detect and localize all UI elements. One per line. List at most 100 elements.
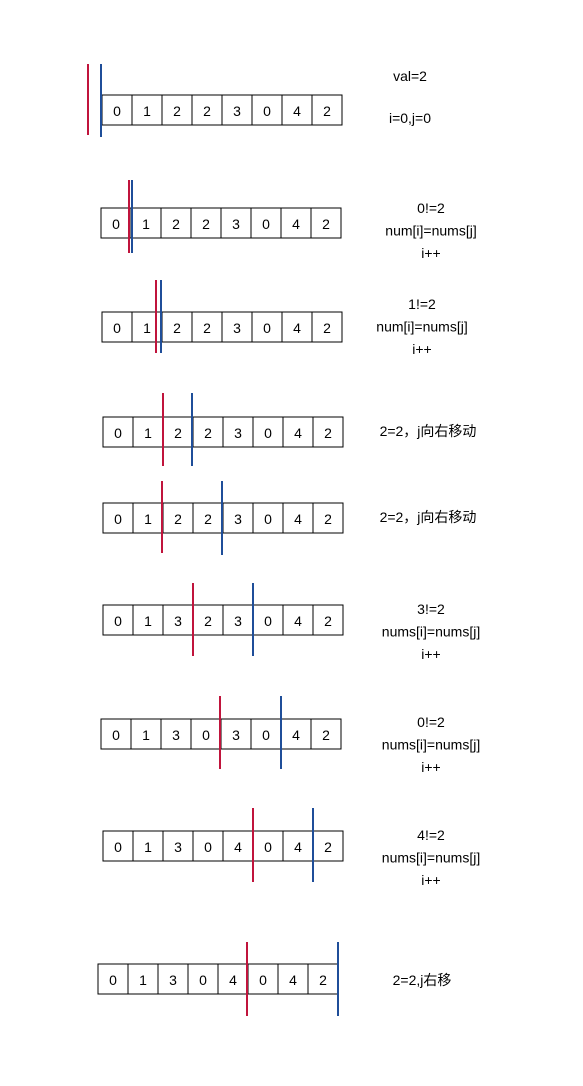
array-cell	[250, 718, 282, 750]
array-cell	[221, 94, 253, 126]
array-cell	[280, 207, 312, 239]
array-cell-value: 0	[259, 972, 267, 988]
array-cell	[282, 830, 314, 862]
array-cell	[131, 94, 163, 126]
array-cell	[312, 830, 344, 862]
step-annotation: i++	[421, 759, 440, 775]
array-cell-value: 3	[169, 972, 177, 988]
array-cell-value: 3	[232, 727, 240, 743]
array-cell	[252, 416, 284, 448]
array-cell	[222, 502, 254, 534]
array-cell-value: 4	[294, 613, 302, 629]
array-cell-value: 1	[143, 103, 151, 119]
array-cell-value: 0	[263, 103, 271, 119]
array-cell	[160, 718, 192, 750]
array-cell-value: 4	[229, 972, 237, 988]
array-cell-value: 0	[264, 839, 272, 855]
array-cell	[222, 604, 254, 636]
array-cell	[312, 604, 344, 636]
array-cell-value: 2	[204, 511, 212, 527]
array-cell	[100, 207, 132, 239]
array-cell-value: 2	[324, 511, 332, 527]
step-annotation: 0!=2	[417, 200, 445, 216]
array-cell	[130, 718, 162, 750]
array-cell-value: 4	[294, 839, 302, 855]
array-cell-value: 0	[199, 972, 207, 988]
array-cell-value: 4	[292, 216, 300, 232]
array-cell	[282, 604, 314, 636]
step-annotation: i++	[421, 872, 440, 888]
array-cell-value: 2	[319, 972, 327, 988]
array-cell-value: 1	[143, 320, 151, 336]
array-cell-value: 4	[234, 839, 242, 855]
array-cell	[102, 502, 134, 534]
array-cell-value: 3	[234, 425, 242, 441]
array-cell-value: 2	[174, 511, 182, 527]
array-cell	[252, 502, 284, 534]
array-cell-value: 0	[263, 320, 271, 336]
array-cell-value: 2	[173, 103, 181, 119]
array-cell	[310, 718, 342, 750]
step-annotation: 1!=2	[408, 296, 436, 312]
array-cell-value: 3	[174, 613, 182, 629]
step-annotation: i++	[421, 245, 440, 261]
array-cell-value: 2	[203, 103, 211, 119]
array-cell-value: 2	[323, 320, 331, 336]
array-cell-value: 2	[324, 839, 332, 855]
array-cell-value: 0	[264, 425, 272, 441]
array-cell	[102, 604, 134, 636]
array-cell	[162, 830, 194, 862]
array-cell-value: 0	[204, 839, 212, 855]
array-cell-value: 0	[114, 425, 122, 441]
array-cell-value: 0	[202, 727, 210, 743]
array-cell-value: 2	[322, 216, 330, 232]
array-cell	[127, 963, 159, 995]
array-cell-value: 0	[112, 216, 120, 232]
array-cell	[251, 311, 283, 343]
array-cell-value: 2	[204, 425, 212, 441]
array-cell-value: 0	[114, 613, 122, 629]
array-cell	[282, 502, 314, 534]
array-cell-value: 2	[173, 320, 181, 336]
step-annotation: val=2	[393, 68, 427, 84]
array-cell	[311, 311, 343, 343]
array-cell-value: 3	[233, 103, 241, 119]
array-cell-value: 1	[144, 839, 152, 855]
array-cell	[161, 311, 193, 343]
array-cell-value: 3	[172, 727, 180, 743]
array-cell-value: 0	[264, 511, 272, 527]
array-cell	[222, 416, 254, 448]
array-cell-value: 3	[233, 320, 241, 336]
step-annotation: nums[i]=nums[j]	[382, 850, 480, 866]
array-cell	[97, 963, 129, 995]
array-cell-value: 2	[203, 320, 211, 336]
array-cell	[132, 604, 164, 636]
array-cell	[310, 207, 342, 239]
array-cell-value: 1	[142, 727, 150, 743]
array-cell-value: 1	[144, 511, 152, 527]
array-cell-value: 0	[114, 839, 122, 855]
array-cell	[252, 604, 284, 636]
array-cell-value: 4	[294, 511, 302, 527]
array-cell-value: 2	[204, 613, 212, 629]
step-annotation: i=0,j=0	[389, 110, 431, 126]
array-cell	[160, 207, 192, 239]
step-annotation: 2=2,j右移	[393, 972, 452, 988]
array-cell	[130, 207, 162, 239]
array-cell-value: 3	[234, 511, 242, 527]
array-cell	[281, 94, 313, 126]
array-cell-value: 1	[139, 972, 147, 988]
array-cell	[192, 830, 224, 862]
step-annotation: num[i]=nums[j]	[385, 223, 476, 239]
array-cell-value: 0	[113, 320, 121, 336]
array-cell-value: 1	[142, 216, 150, 232]
array-cell	[311, 94, 343, 126]
array-cell-value: 4	[294, 425, 302, 441]
step-annotation: num[i]=nums[j]	[376, 319, 467, 335]
array-cell-value: 0	[262, 216, 270, 232]
array-cell	[102, 830, 134, 862]
